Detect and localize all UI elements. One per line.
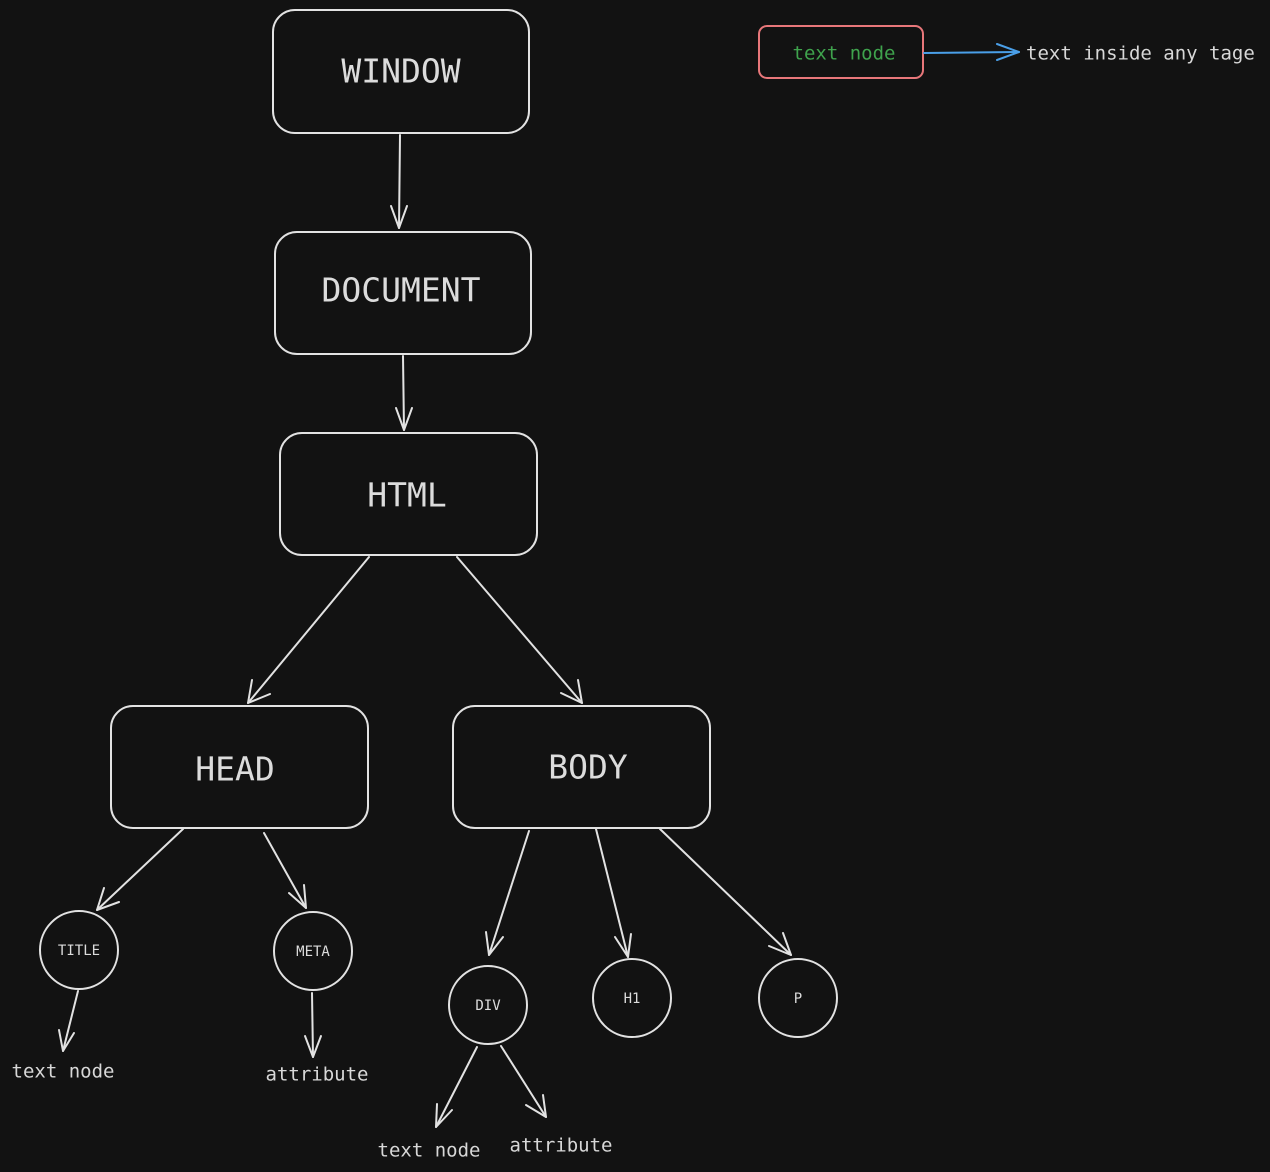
node-head-label: HEAD [195,750,274,789]
edge-html-body [456,556,583,704]
node-h1-label: H1 [624,991,641,1007]
node-meta-label: META [296,944,330,960]
node-window: WINDOW [272,9,530,134]
node-window-label: WINDOW [341,52,460,91]
node-document-label: DOCUMENT [322,271,481,310]
div-attribute-label: attribute [510,1135,613,1157]
node-h1: H1 [592,958,672,1038]
node-head: HEAD [110,705,369,829]
legend-arrow [923,43,1020,61]
legend-description: text inside any tage [1026,43,1255,65]
legend-node-label: text node [793,43,896,65]
node-title-label: TITLE [58,943,100,959]
edge-div-textnode [435,1046,478,1128]
legend-node-box [758,25,924,79]
edge-html-head [247,556,370,704]
node-p-label: P [794,991,802,1007]
edge-title-textnode [58,990,79,1052]
meta-attribute-label: attribute [266,1064,369,1086]
node-body: BODY [452,705,711,829]
node-div-label: DIV [475,998,501,1014]
node-html-label: HTML [367,476,446,515]
title-text-node-label: text node [12,1061,115,1083]
edge-div-attribute [500,1045,547,1118]
edge-window-document [390,134,408,229]
edge-meta-attribute [304,992,322,1058]
edge-body-p [659,828,792,956]
node-document: DOCUMENT [274,231,532,355]
node-title: TITLE [39,910,119,990]
node-meta: META [273,911,353,991]
node-html: HTML [279,432,538,556]
div-text-node-label: text node [378,1140,481,1162]
edge-body-h1 [595,828,632,958]
node-div: DIV [448,965,528,1045]
edge-head-title [96,828,184,911]
edge-head-meta [263,832,307,909]
edge-body-div [485,830,530,956]
legend: text node text inside any tage [758,25,1255,79]
edge-document-html [395,355,413,431]
node-p: P [758,958,838,1038]
node-body-label: BODY [548,748,628,787]
